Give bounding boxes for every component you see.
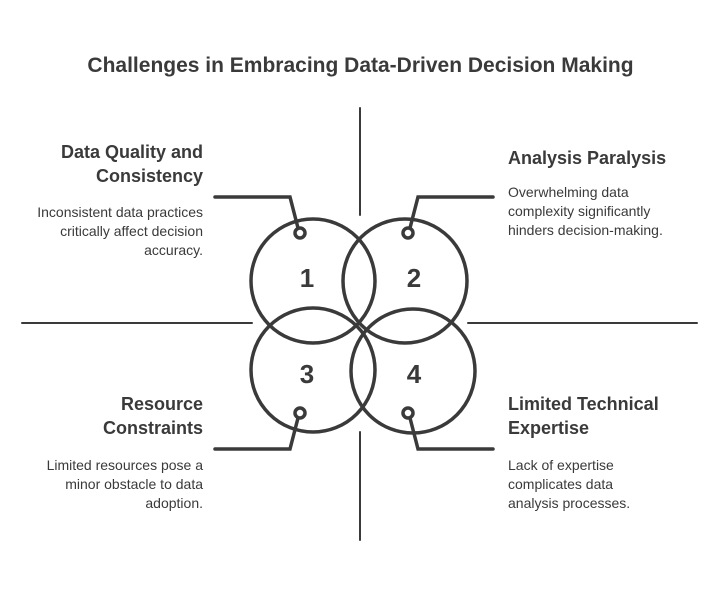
number-3: 3 xyxy=(300,359,314,389)
heading-2: Analysis Paralysis xyxy=(508,148,667,168)
dot-3 xyxy=(293,406,307,420)
number-2: 2 xyxy=(407,263,421,293)
heading-4: Limited Technical Expertise xyxy=(508,394,659,438)
description-3: Limited resources pose a minor obstacle … xyxy=(46,457,203,511)
circle-2 xyxy=(341,217,469,345)
number-4: 4 xyxy=(407,359,422,389)
description-1: Inconsistent data practices critically a… xyxy=(37,204,203,258)
number-1: 1 xyxy=(300,263,314,293)
dot-1 xyxy=(293,226,307,240)
diagram-title: Challenges in Embracing Data-Driven Deci… xyxy=(87,54,634,77)
description-4: Lack of expertise complicates data analy… xyxy=(508,457,631,511)
leader-4 xyxy=(408,416,495,451)
leader-1 xyxy=(213,195,300,230)
leader-2 xyxy=(408,195,495,230)
dot-4 xyxy=(401,406,415,420)
circle-3 xyxy=(249,306,377,434)
circle-1 xyxy=(249,217,377,345)
dot-2 xyxy=(401,226,415,240)
heading-1: Data Quality and Consistency xyxy=(60,142,203,186)
description-2: Overwhelming data complexity significant… xyxy=(508,184,663,238)
leader-3 xyxy=(213,416,300,451)
heading-3: Resource Constraints xyxy=(102,394,203,438)
